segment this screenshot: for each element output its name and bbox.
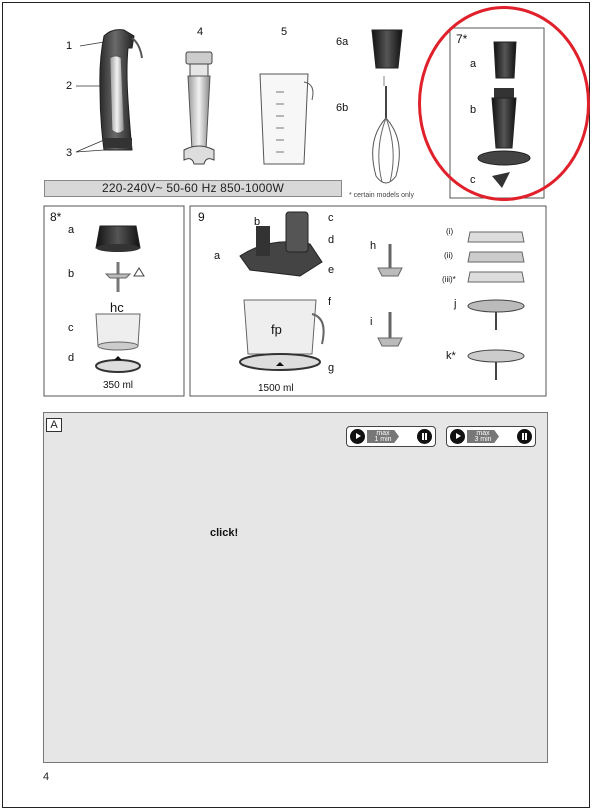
label-5: 5 [281, 26, 288, 38]
label-9c: c [328, 212, 334, 224]
section-7-title: 7* [456, 32, 468, 46]
blender-shaft-illustration [183, 51, 215, 165]
pause-icon [417, 429, 432, 444]
label-9e: e [328, 264, 335, 276]
label-9f: f [328, 296, 332, 308]
motor-part-illustration [75, 29, 143, 153]
label-9-iii: (iii)* [442, 275, 456, 284]
section-a-tag: A [46, 418, 62, 432]
play-icon [450, 429, 465, 444]
section-8-title: 8* [50, 210, 62, 224]
label-6a: 6a [336, 36, 349, 48]
label-9k: k* [446, 350, 456, 362]
label-9b: b [254, 216, 261, 228]
label-4: 4 [197, 26, 204, 38]
label-9i: i [370, 316, 373, 328]
electrical-spec-bar: 220-240V~ 50-60 Hz 850-1000W [44, 180, 342, 197]
food-processor-box [189, 205, 547, 397]
page-number: 4 [43, 771, 50, 783]
chopper-capacity: 350 ml [103, 380, 134, 391]
label-9a: a [214, 250, 221, 262]
beaker-illustration [259, 73, 314, 165]
label-9h: h [370, 240, 377, 252]
play-icon [350, 429, 365, 444]
label-6b: 6b [336, 102, 349, 114]
whisk-illustration [371, 29, 403, 184]
label-1: 1 [66, 40, 73, 52]
label-8c: c [68, 322, 74, 334]
highlight-circle [418, 6, 590, 201]
section-a-background [43, 412, 548, 763]
label-9d: d [328, 234, 335, 246]
label-9j: j [454, 298, 457, 310]
label-9fp: fp [271, 322, 282, 337]
section-9-title: 9 [198, 210, 205, 224]
label-9g: g [328, 362, 335, 374]
chopper-box [43, 205, 185, 397]
label-8d: d [68, 352, 75, 364]
label-7c: c [470, 174, 476, 186]
pause-icon [517, 429, 532, 444]
certain-models-note: * certain models only [349, 192, 414, 199]
click-callout: click! [210, 527, 239, 539]
label-8b: b [68, 268, 75, 280]
label-8hc: hc [110, 300, 124, 315]
processor-capacity: 1500 ml [258, 383, 294, 394]
label-2: 2 [66, 80, 73, 92]
label-9-i: (i) [446, 227, 454, 236]
label-3: 3 [66, 147, 73, 159]
label-9-ii: (ii) [444, 251, 453, 260]
label-7b: b [470, 104, 477, 116]
label-8a: a [68, 224, 75, 236]
label-7a: a [470, 58, 477, 70]
